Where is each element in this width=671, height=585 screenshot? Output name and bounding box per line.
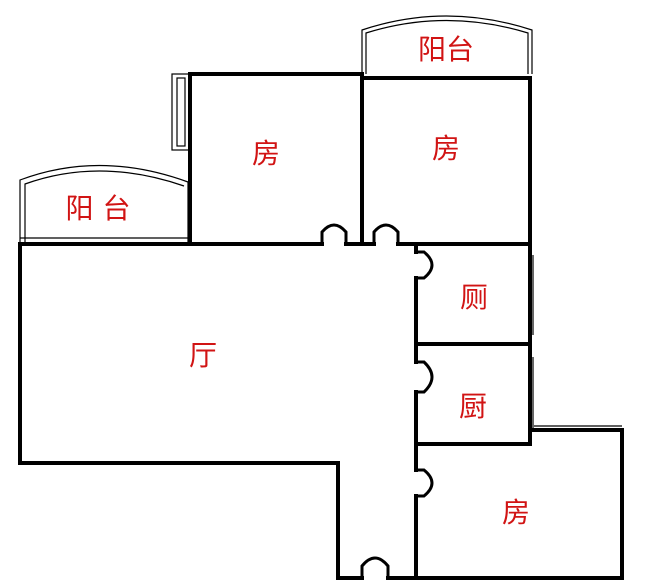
windows-right <box>532 255 622 430</box>
door-kitchen <box>416 360 434 394</box>
door-toilet <box>416 250 434 280</box>
room-label-kitchen: 厨 <box>458 390 488 423</box>
room-label-living-room: 厅 <box>188 339 218 372</box>
walls <box>18 72 624 580</box>
room-label-bedroom-1: 房 <box>251 137 281 170</box>
room-label-balcony-top: 阳台 <box>417 33 475 66</box>
room-label-toilet: 厕 <box>459 281 489 314</box>
doors <box>320 223 434 578</box>
window-left <box>171 73 191 151</box>
balcony-left-outline <box>19 164 189 244</box>
room-label-bedroom-2: 房 <box>431 132 461 165</box>
room-label-balcony-left: 阳 台 <box>65 192 131 225</box>
door-bedroom-2 <box>372 223 400 244</box>
door-bedroom-1 <box>320 223 348 244</box>
door-entrance <box>360 556 390 578</box>
room-label-bedroom-3: 房 <box>501 496 531 529</box>
door-bedroom-3 <box>416 468 434 498</box>
balcony-top-outline <box>361 15 533 74</box>
